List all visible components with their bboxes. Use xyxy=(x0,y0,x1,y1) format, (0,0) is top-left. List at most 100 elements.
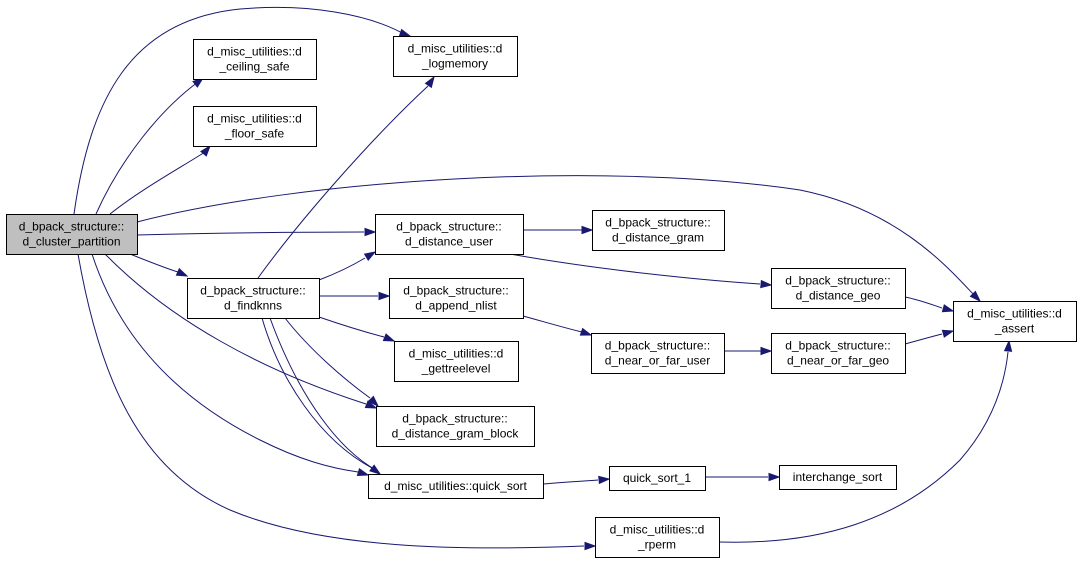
edge-distance_geo-to-assert xyxy=(904,296,955,313)
node-box[interactable] xyxy=(375,214,524,255)
node-label-line: d_bpack_structure:: xyxy=(605,216,710,230)
arrowhead xyxy=(364,400,378,409)
node-label-line: d_bpack_structure:: xyxy=(19,220,124,234)
node-label-line: _logmemory xyxy=(421,57,488,71)
node-label-line: d_bpack_structure:: xyxy=(403,284,508,298)
node-box[interactable] xyxy=(771,333,906,374)
edge-findknns-to-logmemory xyxy=(257,75,435,279)
node-distance-gram[interactable]: d_bpack_structure::d_distance_gram xyxy=(592,210,725,251)
node-box[interactable] xyxy=(771,268,906,309)
node-label-line: d_findknns xyxy=(224,299,282,313)
node-box[interactable] xyxy=(779,465,897,490)
node-label-line: d_misc_utilities::d xyxy=(610,523,705,537)
node-box[interactable] xyxy=(592,210,725,251)
node-label-line: d_misc_utilities::d xyxy=(207,112,302,126)
edge-findknns-to-distance_gram_block xyxy=(284,317,380,408)
node-ceiling-safe[interactable]: d_misc_utilities::d_ceiling_safe xyxy=(193,39,317,80)
node-cluster-partition[interactable]: d_bpack_structure::d_cluster_partition xyxy=(6,214,138,255)
arrowhead xyxy=(378,291,391,301)
node-box[interactable] xyxy=(591,333,725,374)
node-label-line: d_distance_user xyxy=(405,235,493,249)
node-near-or-far-geo[interactable]: d_bpack_structure::d_near_or_far_geo xyxy=(771,333,906,374)
edge-findknns-to-gettreelevel xyxy=(318,316,396,342)
node-interchange-sort[interactable]: interchange_sort xyxy=(779,465,897,490)
node-box[interactable] xyxy=(6,214,138,255)
node-box[interactable] xyxy=(609,466,706,491)
node-distance-user[interactable]: d_bpack_structure::d_distance_user xyxy=(375,214,524,255)
node-box[interactable] xyxy=(393,36,518,77)
edge-cluster_partition-to-floor_safe xyxy=(109,144,211,215)
edge-line xyxy=(77,253,585,549)
nodes-layer: d_bpack_structure::d_cluster_partitiond_… xyxy=(6,36,1077,558)
node-box[interactable] xyxy=(394,341,519,382)
edge-line xyxy=(269,317,377,471)
node-label-line: d_near_or_far_geo xyxy=(787,354,889,368)
node-distance-geo[interactable]: d_bpack_structure::d_distance_geo xyxy=(771,268,906,309)
arrowhead xyxy=(200,144,211,157)
edge-cluster_partition-to-rperm xyxy=(77,253,597,551)
node-box[interactable] xyxy=(193,39,317,80)
arrowhead xyxy=(760,346,773,356)
arrowhead xyxy=(424,75,435,89)
arrowhead xyxy=(941,329,955,338)
node-label-line: d_bpack_structure:: xyxy=(200,284,305,298)
node-quick-sort[interactable]: d_misc_utilities::quick_sort xyxy=(368,474,544,499)
node-label-line: quick_sort_1 xyxy=(623,471,691,485)
node-label-line: d_bpack_structure:: xyxy=(396,220,501,234)
node-floor-safe[interactable]: d_misc_utilities::d_floor_safe xyxy=(193,106,317,147)
node-label-line: _floor_safe xyxy=(224,127,285,141)
arrowhead xyxy=(969,290,982,303)
edge-line xyxy=(522,315,583,333)
edge-line xyxy=(129,253,179,273)
arrowhead xyxy=(579,327,593,336)
node-box[interactable] xyxy=(368,474,544,499)
edge-line xyxy=(261,317,373,469)
arrowhead xyxy=(581,225,594,235)
edge-line xyxy=(284,317,371,399)
edge-findknns-to-distance_user xyxy=(318,251,377,281)
node-label-line: d_misc_utilities::d xyxy=(409,347,504,361)
node-label-line: d_bpack_structure:: xyxy=(605,339,710,353)
edge-line xyxy=(91,253,359,473)
edge-line xyxy=(542,479,599,485)
node-gettreelevel[interactable]: d_misc_utilities::d_gettreelevel xyxy=(394,341,519,382)
node-box[interactable] xyxy=(953,301,1077,342)
edge-rperm-to-assert xyxy=(718,339,1013,543)
arrowhead xyxy=(398,28,412,37)
arrowhead xyxy=(367,395,380,408)
edge-near_or_far_user-to-near_or_far_geo xyxy=(723,346,773,356)
node-near-or-far-user[interactable]: d_bpack_structure::d_near_or_far_user xyxy=(591,333,725,374)
edge-line xyxy=(73,6,405,215)
node-distance-gram-block[interactable]: d_bpack_structure::d_distance_gram_block xyxy=(376,406,535,447)
node-findknns[interactable]: d_bpack_structure::d_findknns xyxy=(187,278,320,319)
arrowhead xyxy=(175,267,189,277)
edge-cluster_partition-to-ceiling_safe xyxy=(95,77,205,215)
edge-line xyxy=(109,151,206,215)
node-quick-sort-1[interactable]: quick_sort_1 xyxy=(609,466,706,491)
arrowhead xyxy=(1003,339,1013,352)
node-box[interactable] xyxy=(376,406,535,447)
edge-near_or_far_geo-to-assert xyxy=(904,329,955,345)
edge-line xyxy=(104,253,367,405)
edge-line xyxy=(95,81,199,215)
node-label-line: _ceiling_safe xyxy=(218,60,289,74)
node-rperm[interactable]: d_misc_utilities::d_rperm xyxy=(595,517,720,558)
edge-cluster_partition-to-distance_user xyxy=(136,227,377,237)
node-logmemory[interactable]: d_misc_utilities::d_logmemory xyxy=(393,36,518,77)
edge-line xyxy=(318,257,366,281)
node-append-nlist[interactable]: d_bpack_structure::d_append_nlist xyxy=(389,278,524,319)
edge-cluster_partition-to-assert xyxy=(136,175,982,303)
node-label-line: d_near_or_far_user xyxy=(605,354,710,368)
node-label-line: d_bpack_structure:: xyxy=(785,339,890,353)
node-box[interactable] xyxy=(193,106,317,147)
arrowhead xyxy=(382,333,396,342)
node-box[interactable] xyxy=(389,278,524,319)
node-box[interactable] xyxy=(187,278,320,319)
edge-line xyxy=(904,296,943,309)
edge-cluster_partition-to-distance_gram_block xyxy=(104,253,378,409)
node-label-line: _gettreelevel xyxy=(421,362,491,376)
edge-line xyxy=(318,316,385,338)
node-assert[interactable]: d_misc_utilities::d_assert xyxy=(953,301,1077,342)
node-box[interactable] xyxy=(595,517,720,558)
